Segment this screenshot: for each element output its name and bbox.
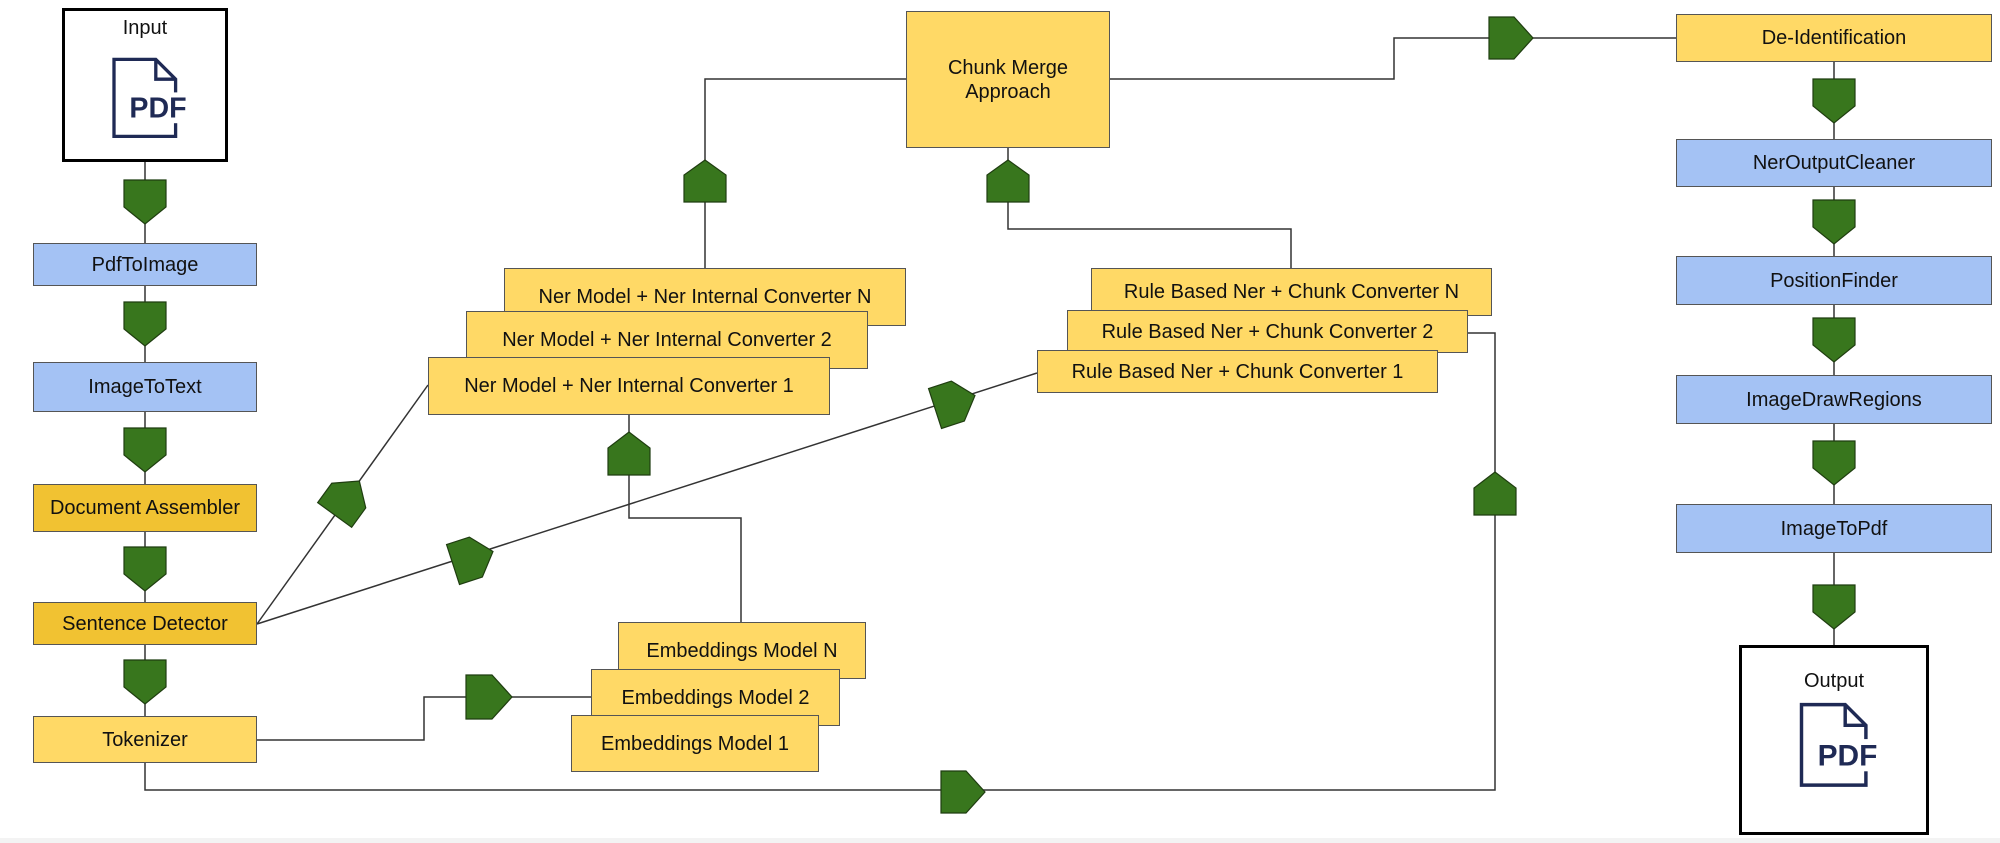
line-chunkmerge-to-deid bbox=[1110, 37, 1676, 80]
arrow-down-icon bbox=[123, 301, 167, 347]
stage-image-to-pdf: ImageToPdf bbox=[1676, 504, 1992, 553]
arrow-down-icon bbox=[1812, 317, 1856, 363]
arrow-down-icon bbox=[1812, 584, 1856, 630]
stage-ner-output-cleaner: NerOutputCleaner bbox=[1676, 139, 1992, 187]
arrow-down-icon bbox=[1812, 78, 1856, 124]
arrow-diagonal-icon bbox=[316, 480, 367, 529]
arrow-down-icon bbox=[123, 546, 167, 592]
arrow-down-icon bbox=[123, 179, 167, 225]
arrow-down-icon bbox=[123, 427, 167, 473]
stage-pdftoimage: PdfToImage bbox=[33, 243, 257, 286]
arrow-down-icon bbox=[123, 659, 167, 705]
stage-embeddings-1: Embeddings Model 1 bbox=[571, 715, 819, 772]
stage-chunk-merge: Chunk Merge Approach bbox=[906, 11, 1110, 148]
stage-image-draw-regions: ImageDrawRegions bbox=[1676, 375, 1992, 424]
output-label: Output bbox=[1803, 670, 1865, 692]
arrow-right-icon bbox=[940, 770, 986, 814]
stage-document-assembler: Document Assembler bbox=[33, 484, 257, 532]
bottom-edge bbox=[0, 838, 2000, 843]
line-tokenizer-to-embeddings bbox=[257, 696, 591, 741]
line-tokenizer-to-rulebased bbox=[144, 332, 1496, 791]
stage-ner-1: Ner Model + Ner Internal Converter 1 bbox=[428, 357, 830, 415]
output-pdf-text: PDF bbox=[1818, 740, 1878, 773]
line-sentence-to-rulebased bbox=[256, 372, 1038, 625]
arrow-right-icon bbox=[465, 674, 513, 720]
arrow-up-icon bbox=[986, 159, 1030, 203]
pdf-file-icon: PDF bbox=[1799, 702, 1878, 787]
arrow-down-icon bbox=[1812, 199, 1856, 245]
stage-position-finder: PositionFinder bbox=[1676, 256, 1992, 305]
stage-tokenizer: Tokenizer bbox=[33, 716, 257, 763]
output-frame: Output PDF bbox=[1739, 645, 1929, 835]
arrow-right-icon bbox=[1488, 16, 1534, 60]
arrow-up-icon bbox=[1473, 471, 1517, 516]
stage-rulebased-2: Rule Based Ner + Chunk Converter 2 bbox=[1067, 310, 1468, 353]
stage-rulebased-1: Rule Based Ner + Chunk Converter 1 bbox=[1037, 350, 1438, 393]
chunk-merge-line1: Chunk Merge bbox=[947, 56, 1069, 79]
arrow-down-icon bbox=[1812, 440, 1856, 486]
stage-imagetotext: ImageToText bbox=[33, 362, 257, 412]
line-rulebased-to-chunkmerge bbox=[1007, 148, 1292, 268]
arrow-up-icon bbox=[683, 159, 727, 203]
flow-arrows bbox=[123, 16, 1856, 814]
stage-sentence-detector: Sentence Detector bbox=[33, 602, 257, 645]
arrow-up-icon bbox=[607, 431, 651, 476]
chunk-merge-line2: Approach bbox=[965, 80, 1051, 103]
arrow-diagonal-icon bbox=[927, 380, 976, 430]
line-ner-to-chunkmerge bbox=[704, 78, 906, 268]
flow-lines bbox=[144, 37, 1835, 791]
input-frame: Input PDF bbox=[62, 8, 228, 162]
stage-rulebased-n: Rule Based Ner + Chunk Converter N bbox=[1091, 268, 1492, 316]
input-label: Input bbox=[122, 17, 168, 39]
pdf-file-icon: PDF bbox=[112, 57, 187, 139]
arrow-diagonal-icon bbox=[445, 536, 494, 586]
input-pdf-text: PDF bbox=[129, 93, 186, 125]
stage-de-identification: De-Identification bbox=[1676, 14, 1992, 62]
